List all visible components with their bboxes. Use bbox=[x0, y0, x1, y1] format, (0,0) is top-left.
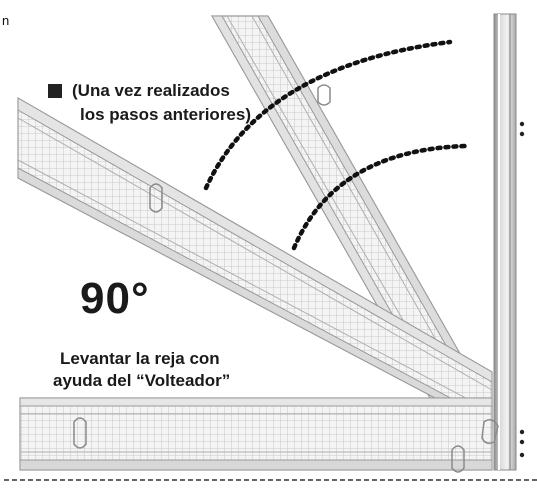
lifting-gate-panel bbox=[17, 96, 493, 429]
hinge-bolts bbox=[519, 121, 525, 458]
corner-letter: n bbox=[2, 13, 10, 28]
rotation-arc-inner bbox=[291, 143, 469, 251]
clamp-fittings bbox=[73, 84, 499, 473]
angle-label: 90° bbox=[80, 274, 150, 323]
vertical-post bbox=[493, 13, 517, 471]
note-line-2: los pasos anteriores) bbox=[80, 105, 252, 124]
instruction-line-2: ayuda del “Volteador” bbox=[53, 371, 231, 390]
instruction-line-1: Levantar la reja con bbox=[60, 349, 220, 368]
ground-gate-panel bbox=[19, 397, 493, 471]
note-line-1: (Una vez realizados bbox=[72, 81, 230, 100]
rotation-arc-outer bbox=[203, 39, 453, 191]
bullet-square-icon bbox=[48, 84, 62, 98]
